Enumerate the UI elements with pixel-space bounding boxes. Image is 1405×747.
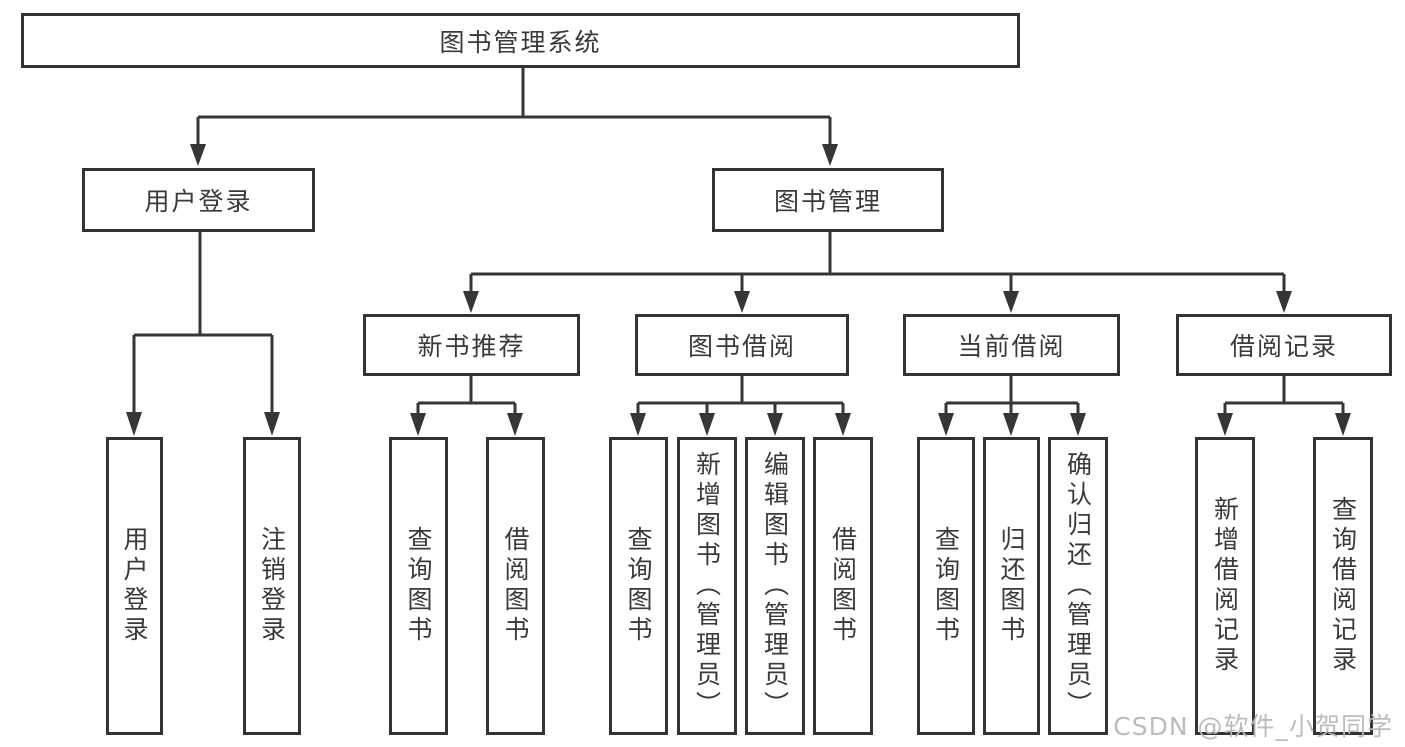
leaf-current-return-books: 归还图书 bbox=[983, 437, 1040, 735]
leaf-current-query-books: 查询图书 bbox=[917, 437, 975, 735]
leaf-records-add-record: 新增借阅记录 bbox=[1195, 437, 1255, 735]
connector-book-borrow-to-children bbox=[630, 376, 851, 436]
connector-borrow-records-to-children bbox=[1217, 376, 1351, 436]
leaf-borrow-edit-books-admin: 编辑图书（管理员） bbox=[745, 437, 805, 735]
node-book-borrow: 图书借阅 bbox=[635, 314, 849, 376]
leaf-borrow-add-books-admin: 新增图书（管理员） bbox=[677, 437, 737, 735]
leaf-recommend-borrow-books: 借阅图书 bbox=[486, 437, 545, 735]
connector-book-management-to-level3 bbox=[463, 232, 1292, 313]
node-book-management: 图书管理 bbox=[712, 168, 944, 232]
connector-new-book-recommend-to-children bbox=[410, 376, 523, 436]
leaf-current-confirm-return-admin: 确认归还（管理员） bbox=[1048, 437, 1108, 735]
node-root: 图书管理系统 bbox=[21, 13, 1020, 68]
node-user-login: 用户登录 bbox=[82, 168, 315, 232]
node-borrow-records: 借阅记录 bbox=[1176, 314, 1392, 376]
leaf-user-login: 用户登录 bbox=[106, 437, 163, 735]
leaf-logout: 注销登录 bbox=[243, 437, 301, 735]
leaf-borrow-query-books: 查询图书 bbox=[609, 437, 668, 735]
leaf-borrow-borrow-books: 借阅图书 bbox=[813, 437, 873, 735]
connector-current-borrow-to-children bbox=[938, 376, 1086, 436]
node-new-book-recommend: 新书推荐 bbox=[363, 314, 580, 376]
connector-user-login-to-children bbox=[126, 232, 280, 436]
connector-root-to-level2 bbox=[190, 68, 838, 166]
node-current-borrow: 当前借阅 bbox=[903, 314, 1120, 376]
leaf-records-query-record: 查询借阅记录 bbox=[1313, 437, 1373, 735]
leaf-recommend-query-books: 查询图书 bbox=[389, 437, 448, 735]
watermark: CSDN @软件_小贺同学 bbox=[1113, 712, 1393, 741]
